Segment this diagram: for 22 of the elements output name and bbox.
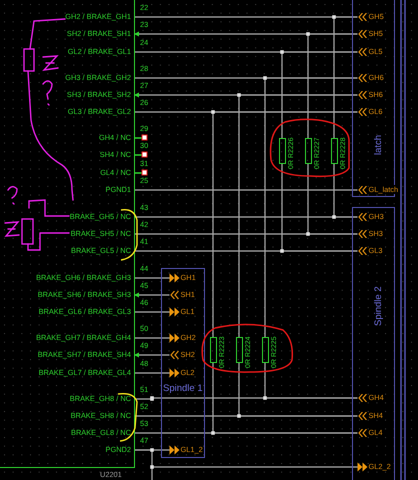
wire — [281, 51, 358, 138]
wire — [134, 449, 368, 472]
wire — [134, 189, 358, 191]
sheet-block-frame — [161, 268, 205, 458]
wire — [307, 33, 358, 138]
wire — [134, 334, 180, 342]
wire — [238, 363, 358, 417]
wire — [134, 292, 170, 298]
wire — [281, 164, 358, 252]
wire — [264, 363, 358, 399]
block-label: latch — [373, 134, 385, 155]
wire — [134, 308, 180, 316]
wire — [134, 368, 180, 378]
wire — [238, 94, 358, 337]
sheet-block-frame — [352, 207, 395, 480]
block-label: Spindle 1 — [163, 383, 203, 395]
wire — [134, 274, 180, 282]
wire — [134, 352, 170, 358]
wire — [333, 16, 358, 138]
wire — [333, 164, 358, 218]
block-label: Spindle 2 — [373, 286, 385, 326]
wire — [307, 164, 358, 235]
